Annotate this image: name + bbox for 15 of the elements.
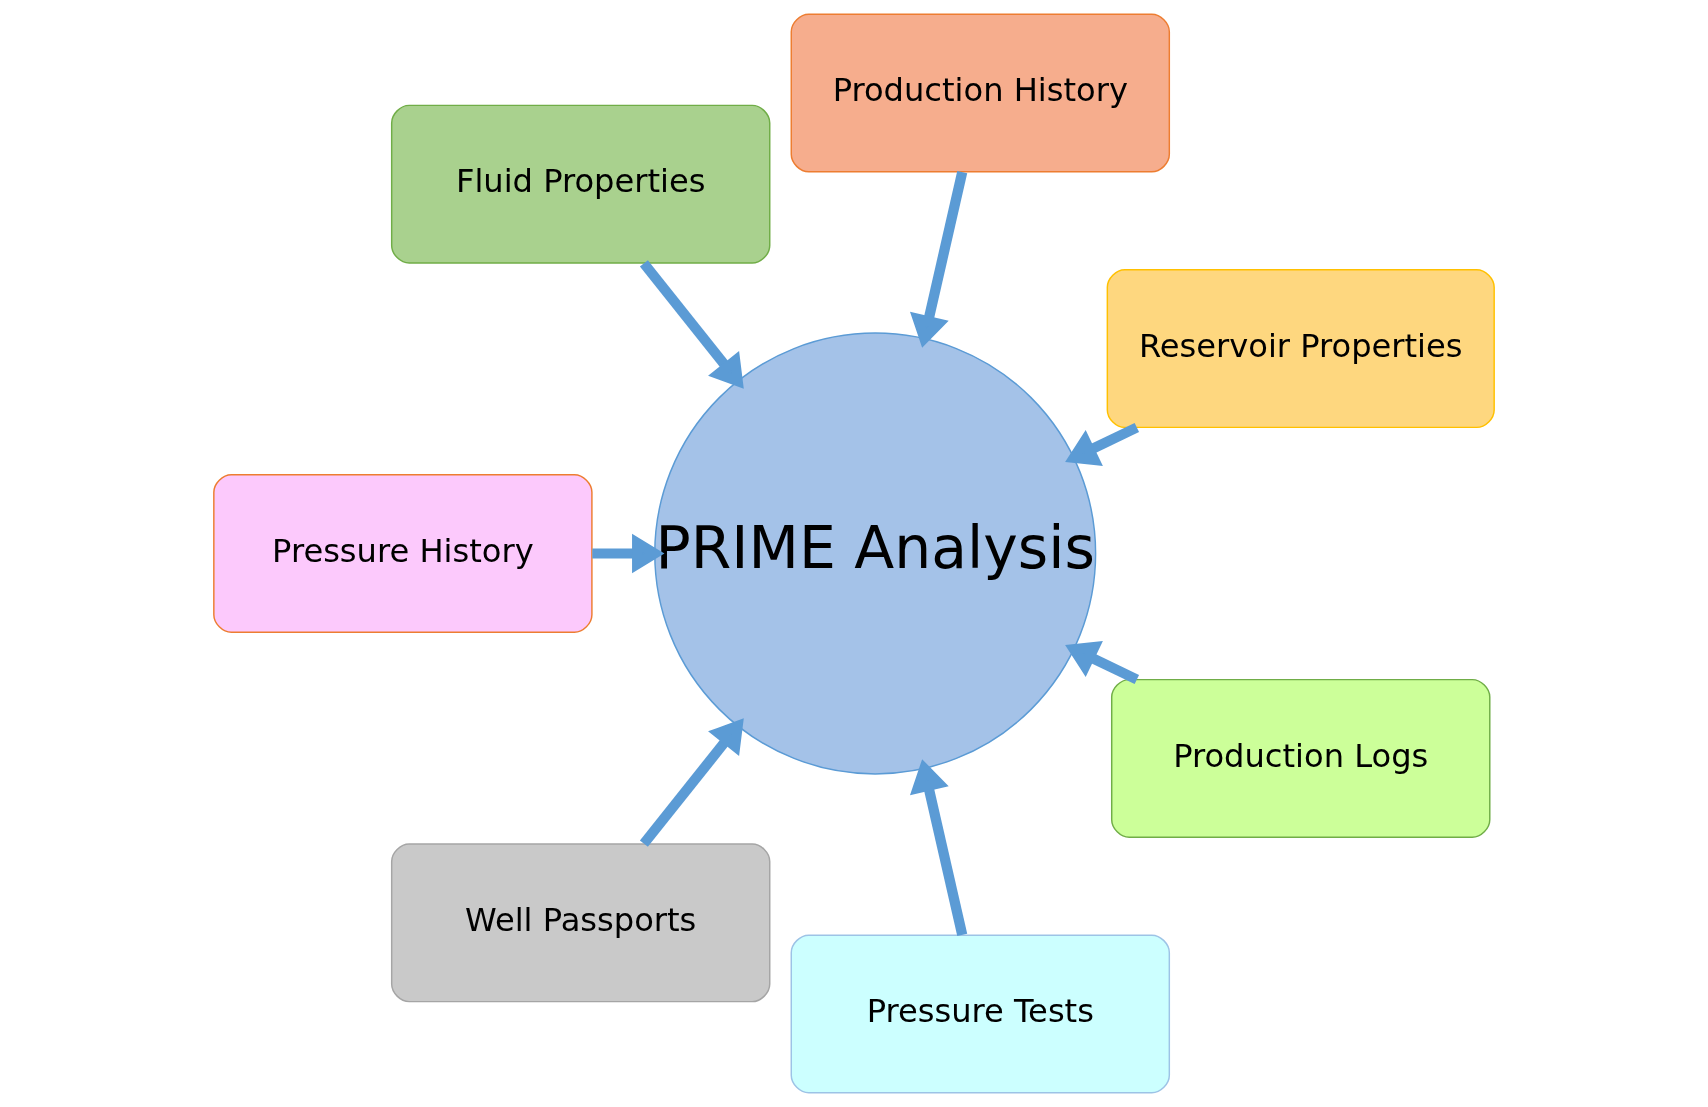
node-circle: PRIME Analysis [654, 332, 1097, 775]
node-box: Well Passports [390, 843, 771, 1003]
node-box: Reservoir Properties [1106, 269, 1495, 429]
arrow [639, 718, 744, 847]
node-box: Fluid Properties [390, 104, 771, 264]
arrow [910, 171, 968, 348]
node-box: Production History [790, 13, 1171, 173]
arrow [592, 533, 665, 574]
arrow [1065, 422, 1140, 466]
arrow [910, 759, 968, 936]
arrow [1065, 641, 1140, 685]
node-box: Production Logs [1111, 678, 1491, 838]
node-box: Pressure History [213, 473, 593, 634]
node-box: Pressure Tests [790, 934, 1171, 1094]
arrow [639, 260, 744, 389]
